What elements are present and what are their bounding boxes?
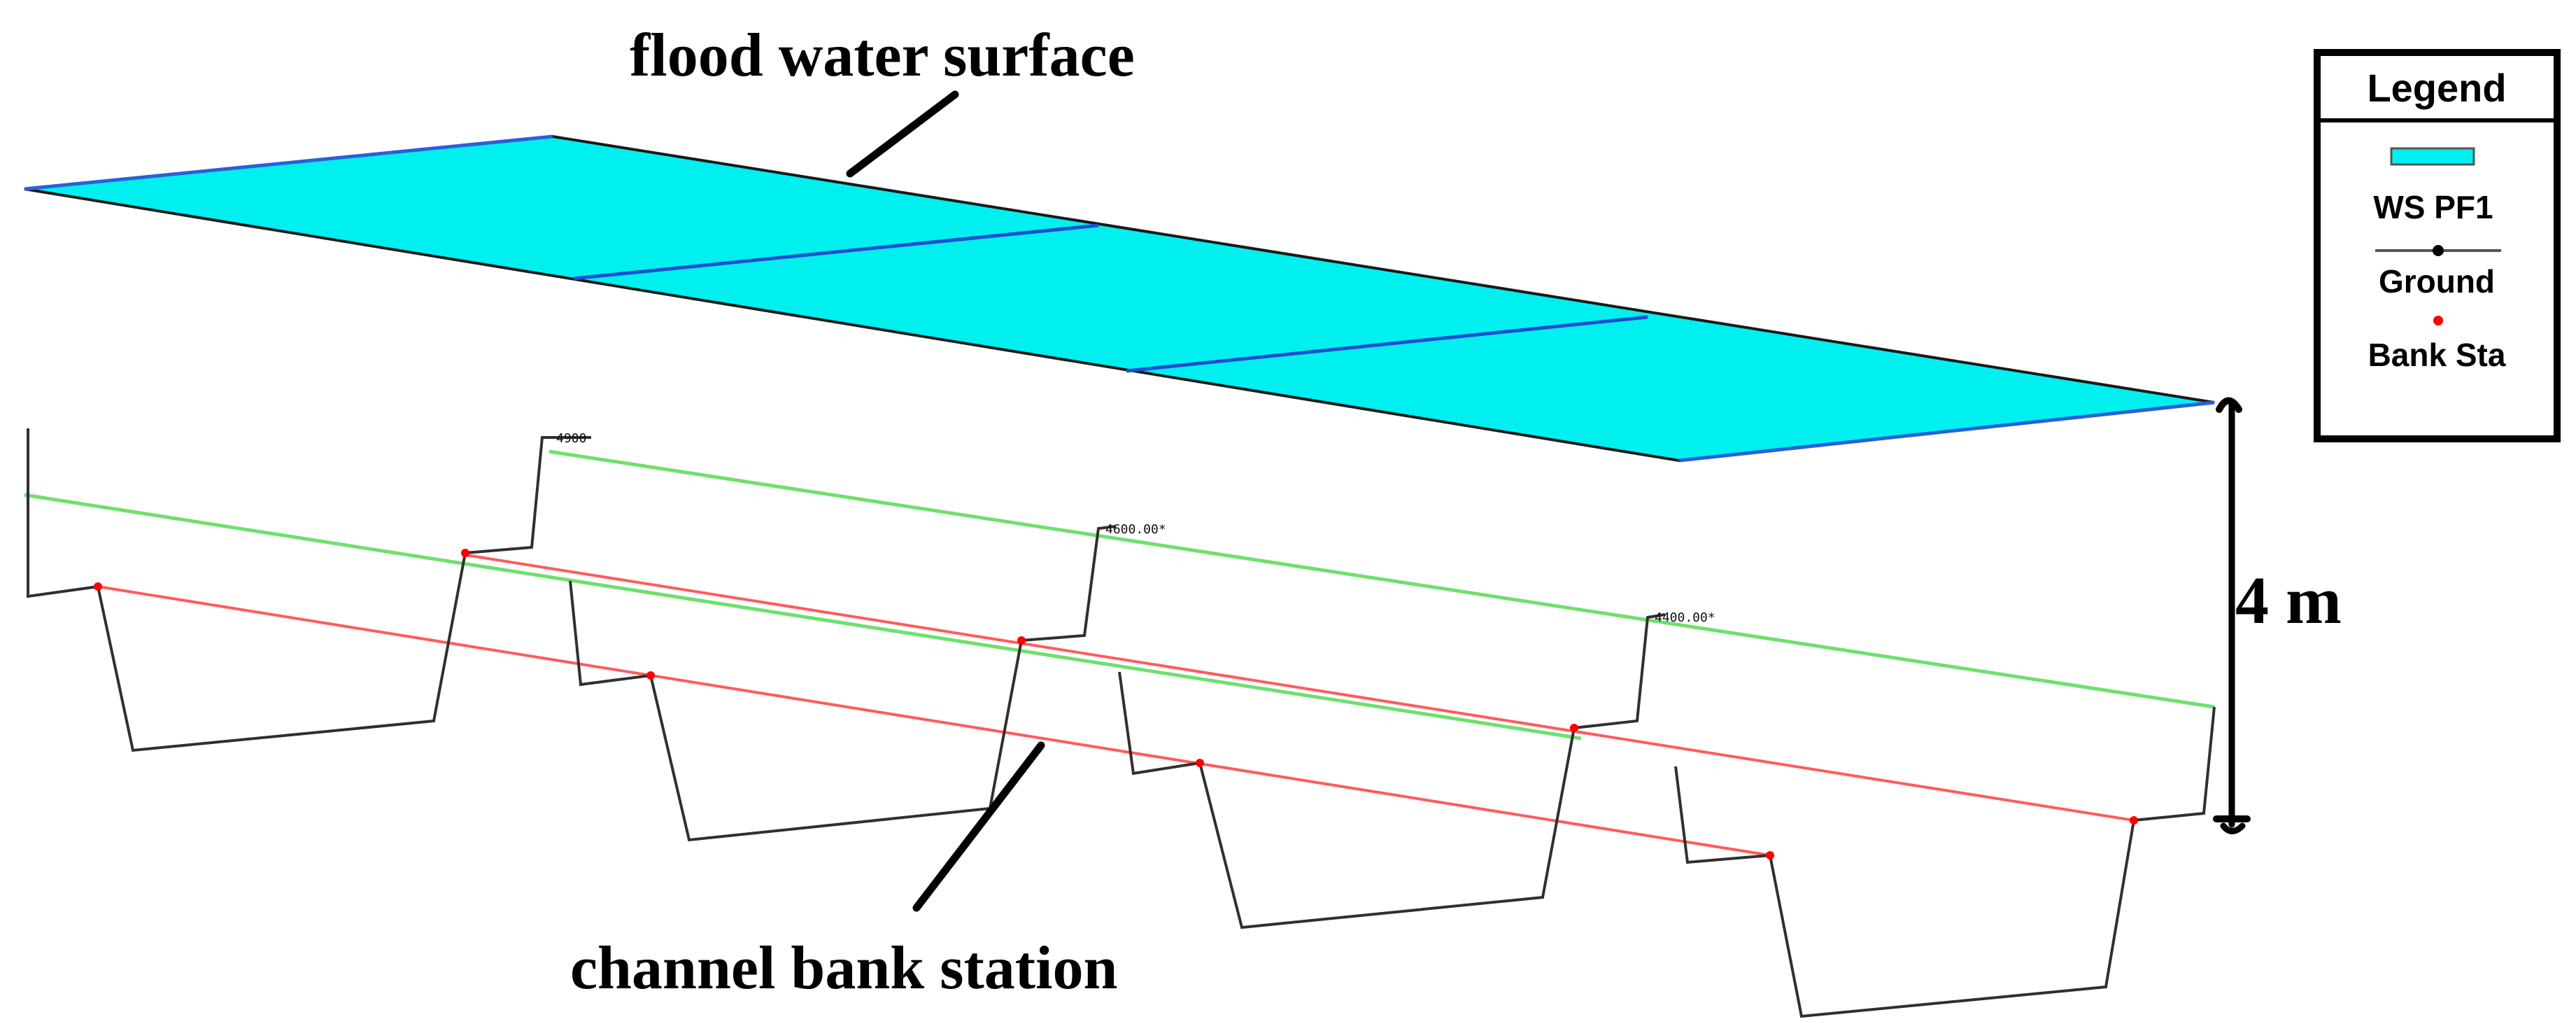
water-surface-lower-edge (1678, 400, 2215, 463)
height-dimension (2213, 397, 2251, 834)
left-bank-line-upper (461, 553, 2135, 822)
water-surface-divider (1126, 315, 1648, 373)
legend-title: Legend (2367, 66, 2506, 110)
bank-point (1017, 636, 1026, 645)
ground-section (569, 525, 1117, 842)
ground-cross-sections (27, 428, 2216, 1018)
station-label: 4900 (556, 431, 586, 446)
flood-surface-label: flood water surface (630, 22, 1135, 90)
legend: Legend WS PF1 Ground Bank Sta (2314, 49, 2561, 442)
bank-station-points (94, 549, 2138, 860)
height-arrow-top-head (2216, 397, 2242, 413)
legend-label-bank-sta: Bank Sta (2368, 337, 2506, 373)
bank-point (461, 549, 469, 557)
legend-label-ws-pf1: WS PF1 (2373, 189, 2493, 225)
water-surface-polygon (24, 134, 2215, 463)
ground-symbol-dot (2433, 245, 2444, 256)
flood-water-surface (24, 134, 2215, 463)
ws-pf1-swatch (2390, 147, 2475, 166)
water-surface-upper-edge (24, 134, 553, 191)
station-label: 4600.00* (1105, 522, 1166, 537)
bank-point (1766, 851, 1774, 860)
legend-label-ground: Ground (2379, 263, 2495, 300)
height-label: 4 m (2235, 563, 2342, 638)
water-surface-divider (573, 223, 1099, 281)
bank-station-lines (24, 449, 2215, 857)
right-bank-line-lower (24, 493, 1582, 741)
right-bank-line-upper (549, 449, 2215, 709)
bank-sta-symbol-dot (2433, 316, 2443, 325)
bank-point (2130, 816, 2138, 825)
height-arrow-bottom-curl (2220, 822, 2246, 834)
flood-surface-pointer (846, 90, 959, 178)
bank-point (1570, 724, 1578, 732)
bank-point (1196, 759, 1204, 767)
ground-section (1118, 613, 1666, 930)
station-label: 4400.00* (1655, 610, 1715, 625)
ground-section (27, 428, 591, 752)
bank-point (94, 582, 102, 591)
bank-point (646, 671, 655, 680)
ground-section (1674, 706, 2216, 1018)
left-bank-line-lower (97, 585, 1771, 857)
bank-station-pointer (912, 741, 1045, 912)
bank-station-label: channel bank station (570, 934, 1117, 1002)
